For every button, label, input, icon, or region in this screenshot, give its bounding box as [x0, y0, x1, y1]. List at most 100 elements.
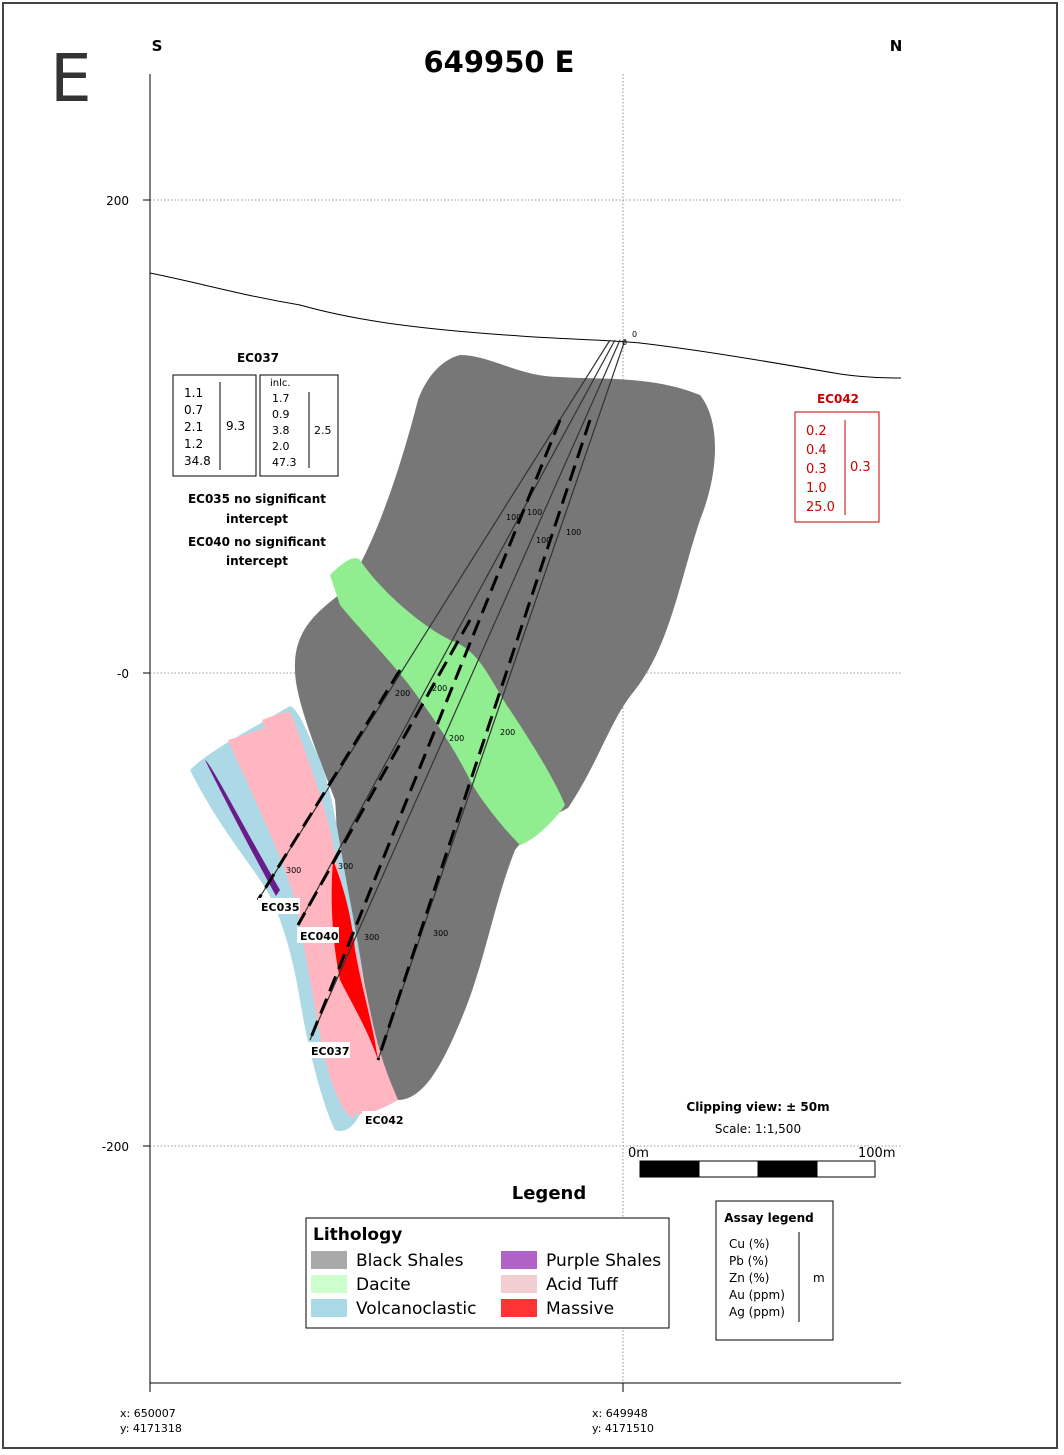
scale-bar-segment [816, 1160, 876, 1178]
direction-south: S [152, 37, 163, 55]
ec042-value: 0.2 [806, 424, 827, 439]
hole-label-ec037: EC037 [311, 1045, 350, 1058]
swatch-volcanoclastic [311, 1299, 347, 1317]
legend-item-volcanoclastic: Volcanoclastic [356, 1299, 476, 1319]
assay-legend-unit: m [813, 1271, 825, 1285]
ec037-value: 2.1 [184, 420, 203, 434]
ec042-assay-segments [376, 419, 592, 1061]
ec035-trace [257, 339, 611, 901]
assay-legend-item: Au (ppm) [729, 1288, 785, 1302]
depth-label: 200 [500, 728, 515, 737]
lithology-legend-box [305, 1217, 670, 1329]
collar-label-1: 0 [632, 330, 637, 339]
legend-item-massive: Massive [546, 1299, 614, 1319]
collar-label-2: 0 [622, 338, 627, 347]
ec037-value: 1.1 [184, 386, 203, 400]
depth-label: 200 [395, 689, 410, 698]
depth-label: 100 [506, 513, 521, 522]
ec037-trace [309, 339, 621, 1041]
scale-text: Scale: 1:1,500 [715, 1122, 801, 1136]
ec042-intercept-box [794, 411, 880, 523]
hole-label-bg-ec040 [297, 927, 339, 943]
hole-label-bg-ec042 [362, 1111, 404, 1127]
ec037-intercept-title: EC037 [237, 351, 279, 365]
coord-left-y: y: 4171318 [120, 1422, 182, 1435]
massive-sulphide-lens [331, 860, 378, 1060]
depth-label: 300 [286, 866, 301, 875]
ec037-intercept-length: 9.3 [226, 419, 245, 433]
assay-legend-title: Assay legend [724, 1211, 813, 1225]
y-tick-label-0: -0 [117, 667, 129, 681]
legend-title: Legend [512, 1183, 586, 1204]
y-tick-label-200: 200 [106, 194, 129, 208]
lithology-legend-title: Lithology [313, 1225, 402, 1245]
coord-right-y: y: 4171510 [592, 1422, 654, 1435]
ec042-value: 1.0 [806, 481, 827, 496]
scale-bar [639, 1160, 876, 1178]
scale-bar-end-label: 100m [858, 1146, 895, 1161]
ec037-inclusive-label: inlc. [270, 378, 291, 389]
ec035-assay-segments [256, 669, 402, 901]
note-ec035-line1: EC035 no significant [188, 492, 326, 506]
hole-label-bg-ec035 [258, 898, 300, 914]
note-ec040-line1: EC040 no significant [188, 535, 326, 549]
depth-labels: 100 100 100 100 200 200 200 200 300 300 … [286, 508, 581, 942]
ec037-inclusive-value: 3.8 [272, 424, 290, 437]
hole-label-bg-ec037 [308, 1042, 350, 1058]
ec037-value: 34.8 [184, 454, 211, 468]
ec042-value: 25.0 [806, 500, 835, 515]
ec037-inclusive-value: 2.0 [272, 440, 290, 453]
ec037-value: 1.2 [184, 437, 203, 451]
legend-item-purple-shales: Purple Shales [546, 1251, 661, 1271]
assay-legend-item: Ag (ppm) [729, 1305, 785, 1319]
depth-label: 300 [338, 862, 353, 871]
legend-item-black-shales: Black Shales [356, 1251, 464, 1271]
depth-label: 200 [449, 734, 464, 743]
ec042-intercept-title: EC042 [817, 392, 859, 406]
assay-legend-item: Pb (%) [729, 1254, 768, 1268]
depth-label: 300 [433, 929, 448, 938]
panel-letter: E [50, 40, 92, 117]
scale-bar-segment [757, 1160, 818, 1178]
ec042-value: 0.4 [806, 443, 827, 458]
coord-left-x: x: 650007 [120, 1407, 176, 1420]
ec037-inclusive-box [259, 374, 339, 477]
scale-bar-segment [698, 1160, 759, 1178]
scale-bar-segment [639, 1160, 700, 1178]
clipping-view: Clipping view: ± 50m [686, 1100, 829, 1114]
hole-label-ec035: EC035 [261, 901, 300, 914]
ec042-trace [377, 339, 626, 1061]
acid-tuff-band-1 [228, 728, 355, 1118]
y-tick-label-minus200: -200 [102, 1140, 129, 1154]
assay-legend-item: Zn (%) [729, 1271, 769, 1285]
swatch-massive [501, 1299, 537, 1317]
ec040-trace [297, 339, 616, 926]
assay-legend-item: Cu (%) [729, 1237, 770, 1251]
drill-holes [257, 339, 626, 1061]
depth-label: 100 [527, 508, 542, 517]
ec037-inclusive-length: 2.5 [314, 424, 332, 437]
swatch-dacite [311, 1275, 347, 1293]
ec037-intercept-box [172, 374, 257, 477]
ec037-inclusive-value: 0.9 [272, 408, 290, 421]
depth-label: 300 [364, 933, 379, 942]
swatch-purple-shales [501, 1251, 537, 1269]
ec037-inclusive-value: 47.3 [272, 456, 297, 469]
note-ec040-line2: intercept [226, 554, 288, 568]
legend-item-dacite: Dacite [356, 1275, 411, 1295]
hole-label-ec040: EC040 [300, 930, 339, 943]
topography-line [149, 272, 902, 379]
legend-item-acid-tuff: Acid Tuff [546, 1275, 619, 1295]
ec037-value: 0.7 [184, 403, 203, 417]
hole-label-ec042: EC042 [365, 1114, 404, 1127]
depth-label: 200 [432, 684, 447, 693]
ec037-inclusive-value: 1.7 [272, 392, 290, 405]
purple-shale-lens [205, 760, 280, 896]
coord-right-x: x: 649948 [592, 1407, 648, 1420]
ec040-assay-segments [296, 619, 472, 926]
scale-bar-start-label: 0m [628, 1146, 649, 1161]
swatch-black-shales [311, 1251, 347, 1269]
drill-hole-assays [256, 419, 592, 1061]
